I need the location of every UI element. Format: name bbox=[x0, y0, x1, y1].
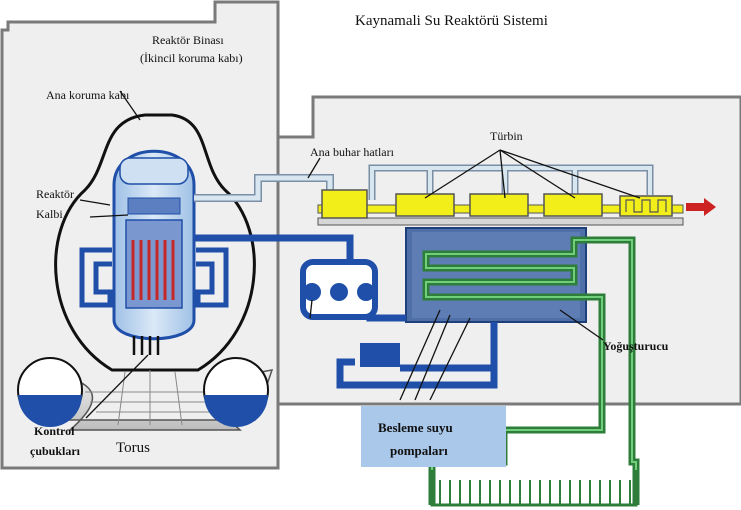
diagram-title: Kaynamali Su Reaktörü Sistemi bbox=[355, 13, 548, 29]
recirc-loop-right bbox=[195, 247, 229, 308]
recirc-loop-left bbox=[79, 247, 113, 308]
label-control-rods-2: çubukları bbox=[30, 444, 81, 458]
feedwater-line-main bbox=[194, 234, 354, 262]
fuel-rods bbox=[131, 240, 175, 300]
feedwater-line-lower bbox=[336, 322, 498, 389]
turbine-lp3 bbox=[543, 193, 603, 217]
label-reactor-building-1: Reaktör Binası bbox=[152, 33, 224, 47]
pedestal-hatch bbox=[85, 370, 225, 426]
condenser-inner bbox=[412, 232, 580, 318]
control-rod-drives bbox=[132, 336, 160, 355]
main-steam-line-inner bbox=[194, 175, 333, 201]
torus-right-water bbox=[204, 395, 268, 427]
torus-left-water bbox=[18, 395, 82, 427]
basin-hatch bbox=[439, 480, 631, 505]
label-control-rods-1: Kontrol bbox=[34, 424, 75, 438]
label-primary-containment: Ana koruma kabı bbox=[46, 88, 130, 102]
label-feedwater-pumps-1: Besleme suyu bbox=[378, 420, 453, 435]
turbine-lp1 bbox=[395, 193, 455, 217]
label-reactor-core-2: Kalbi bbox=[36, 207, 63, 221]
steam-header-inner bbox=[370, 166, 652, 200]
label-feedwater-pumps-2: pompaları bbox=[390, 443, 448, 458]
heater-pump-left-icon bbox=[303, 283, 321, 301]
generator bbox=[619, 195, 673, 217]
label-condenser: Yoğuşturucu bbox=[603, 339, 669, 353]
label-reactor-core-1: Reaktör bbox=[36, 187, 74, 201]
feed-pump-block bbox=[360, 343, 400, 367]
leader-lines bbox=[79, 90, 641, 419]
primary-containment bbox=[54, 113, 256, 372]
generator-coil bbox=[625, 199, 667, 213]
turbine-lp2 bbox=[469, 193, 529, 217]
heater-pump-right-icon bbox=[357, 283, 375, 301]
label-turbine: Türbin bbox=[490, 129, 523, 143]
power-out-arrow-icon bbox=[686, 198, 716, 216]
label-torus: Torus bbox=[116, 440, 150, 456]
label-reactor-building-2: (İkincil koruma kabı) bbox=[140, 51, 243, 65]
steam-dome-top bbox=[119, 157, 189, 185]
turbine-hp bbox=[321, 189, 368, 219]
feedwater-pumps-box bbox=[361, 406, 506, 467]
cooling-water-basin bbox=[430, 470, 638, 507]
heater-pump-mid-icon bbox=[330, 283, 348, 301]
turbine-foundation bbox=[317, 217, 684, 226]
label-main-steam-lines: Ana buhar hatları bbox=[310, 145, 395, 159]
steam-separator bbox=[127, 197, 181, 215]
